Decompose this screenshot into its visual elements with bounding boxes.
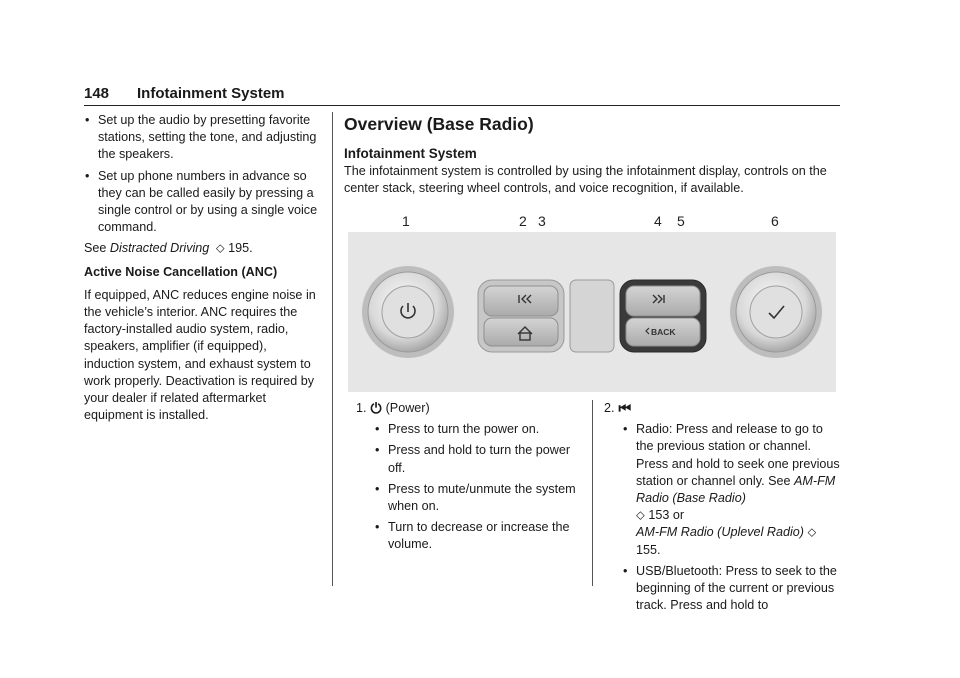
- list-item: Set up the audio by presetting favorite …: [84, 112, 320, 164]
- intro-text: The infotainment system is controlled by…: [344, 164, 827, 195]
- page-ref[interactable]: ⬦ 153: [636, 508, 670, 523]
- power-knob[interactable]: [362, 266, 454, 358]
- center-tab: [569, 279, 615, 353]
- select-knob[interactable]: [730, 266, 822, 358]
- right-column-intro: Overview (Base Radio) Infotainment Syste…: [344, 112, 840, 197]
- or-text: or: [672, 508, 685, 523]
- see-reference: See Distracted Driving ⬦ 195.: [84, 240, 320, 257]
- callout-5: 5: [677, 213, 685, 229]
- list-item-header: 2. ⏮: [604, 400, 840, 417]
- callout-1: 1: [402, 213, 410, 229]
- column-divider-left: [332, 112, 333, 586]
- seek-back-button[interactable]: [483, 285, 559, 317]
- callout-3: 3: [538, 213, 546, 229]
- power-description: 1. ⏻ (Power) Press to turn the power on.…: [356, 400, 586, 558]
- section-subtitle: Infotainment System: [344, 146, 477, 161]
- radio-instructions: Radio: Press and release to go to the pr…: [636, 422, 840, 488]
- home-button[interactable]: [483, 317, 559, 347]
- link-distracted-driving[interactable]: Distracted Driving: [109, 241, 210, 256]
- callout-2: 2: [519, 213, 527, 229]
- back-arrow-icon: [645, 327, 650, 335]
- list-item-header: 1. ⏻ (Power): [356, 400, 586, 417]
- checkmark-icon: [768, 305, 785, 320]
- home-icon: [517, 326, 533, 341]
- link-am-fm-uplevel[interactable]: AM-FM Radio (Uplevel Radio): [636, 525, 804, 540]
- seek-forward-button[interactable]: [625, 285, 701, 317]
- back-button[interactable]: [625, 317, 701, 347]
- section-title: Infotainment System: [137, 85, 285, 102]
- seek-back-icon: [518, 294, 532, 304]
- page-number: 148: [84, 85, 110, 102]
- column-divider-right: [592, 400, 593, 586]
- left-column: Set up the audio by presetting favorite …: [84, 112, 320, 430]
- list-item: USB/Bluetooth: Press to seek to the begi…: [622, 563, 840, 615]
- power-symbol-icon: ⏻: [370, 400, 382, 416]
- list-item: Press to turn the power on.: [374, 421, 586, 438]
- link-am-fm-base[interactable]: AM-FM Radio (Base Radio): [636, 473, 836, 506]
- seek-back-symbol-icon: ⏮: [618, 400, 632, 416]
- back-label: BACK: [651, 327, 676, 337]
- control-panel-illustration: BACK: [348, 232, 836, 392]
- item-number: 2.: [604, 401, 615, 415]
- list-item: Radio: Press and release to go to the pr…: [622, 421, 840, 559]
- anc-body: If equipped, ANC reduces engine noise in…: [84, 287, 316, 423]
- seek-back-description: 2. ⏮ Radio: Press and release to go to t…: [604, 400, 840, 618]
- power-icon: [400, 303, 416, 319]
- list-item: Press and hold to turn the power off.: [374, 442, 586, 476]
- callout-6: 6: [771, 213, 779, 229]
- item-number: 1.: [356, 401, 367, 415]
- list-item: Press to mute/unmute the system when on.: [374, 481, 586, 515]
- page-ref[interactable]: ⬦ 155.: [636, 525, 817, 557]
- list-item: Set up phone numbers in advance so they …: [84, 168, 320, 237]
- list-item: Turn to decrease or increase the volume.: [374, 519, 586, 553]
- page-ref[interactable]: ⬦ 195.: [215, 241, 253, 256]
- callout-4: 4: [654, 213, 662, 229]
- anc-heading: Active Noise Cancellation (ANC): [84, 264, 278, 279]
- page-header: 148 Infotainment System: [84, 82, 840, 106]
- item-label: (Power): [385, 401, 430, 415]
- see-prefix: See: [84, 241, 107, 256]
- right-button-cluster: BACK: [619, 279, 707, 353]
- left-button-cluster: [477, 279, 565, 353]
- seek-forward-icon: [652, 294, 665, 304]
- page-title: Overview (Base Radio): [344, 114, 534, 134]
